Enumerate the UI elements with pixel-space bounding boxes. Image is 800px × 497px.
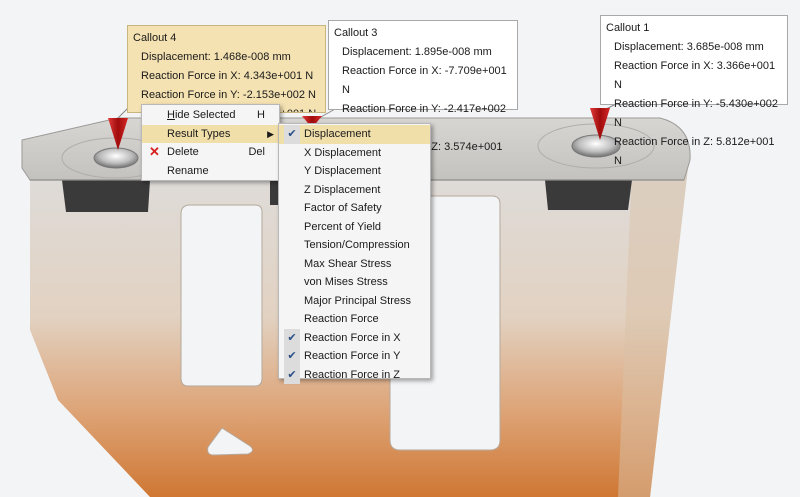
submenu-item-z-displacement[interactable]: Z Displacement (279, 181, 430, 200)
callout-4[interactable]: Callout 4 Displacement: 1.468e-008 mm Re… (127, 25, 326, 113)
callout-line: Displacement: 3.685e-008 mm (614, 41, 764, 53)
submenu-item-reaction-force-z[interactable]: ✔ Reaction Force in Z (279, 365, 430, 384)
plate-cutout-left (180, 204, 263, 387)
callout-line: Reaction Force in Y: -2.153e+002 N (141, 89, 316, 101)
callout-line: Reaction Force in X: 4.343e+001 N (141, 70, 314, 82)
checkmark-icon: ✔ (284, 365, 300, 384)
nut-left (62, 180, 150, 212)
menu-item-hide-selected[interactable]: Hide Selected H (142, 106, 279, 125)
submenu-item-label: Percent of Yield (304, 220, 382, 233)
submenu-item-label: Factor of Safety (304, 202, 382, 214)
probe-pin-1-icon[interactable] (590, 108, 610, 140)
submenu-item-percent-of-yield[interactable]: Percent of Yield (279, 218, 430, 237)
submenu-item-label: Z Displacement (304, 183, 381, 196)
submenu-item-label: von Mises Stress (304, 276, 388, 288)
bracket-side-edge (618, 168, 688, 497)
submenu-item-label: Y Displacement (304, 165, 381, 177)
submenu-item-displacement[interactable]: ✔ Displacement (279, 125, 430, 144)
submenu-item-von-mises-stress[interactable]: von Mises Stress (279, 273, 430, 292)
submenu-item-label: Reaction Force in Z (304, 368, 400, 381)
submenu-item-label: X Displacement (304, 146, 382, 159)
submenu-item-tension-compression[interactable]: Tension/Compression (279, 236, 430, 255)
context-menu: Hide Selected H Result Types ▶ ✕ Delete … (141, 104, 280, 181)
checkmark-icon: ✔ (284, 347, 300, 366)
menu-item-label: Hide Selected (167, 109, 236, 121)
submenu-item-reaction-force[interactable]: Reaction Force (279, 310, 430, 329)
submenu-item-y-displacement[interactable]: Y Displacement (279, 162, 430, 181)
result-types-submenu: ✔ Displacement X Displacement Y Displace… (278, 123, 431, 384)
probe-pin-4-icon[interactable] (108, 118, 128, 150)
submenu-item-label: Reaction Force in Y (304, 350, 401, 362)
bolt-hole-left (93, 147, 139, 169)
menu-item-result-types[interactable]: Result Types ▶ (142, 124, 279, 143)
callout-title: Callout 3 (334, 27, 378, 39)
submenu-item-label: Displacement (304, 128, 371, 140)
callout-line: Displacement: 1.468e-008 mm (141, 51, 291, 63)
plate-cutout-triangle (207, 427, 254, 456)
probe-pin-3-icon[interactable] (302, 116, 322, 128)
callout-1[interactable]: Callout 1 Displacement: 3.685e-008 mm Re… (600, 15, 788, 167)
menu-item-label: Result Types (167, 127, 231, 140)
callout-line: Reaction Force in X: -7.709e+001 N (342, 65, 507, 96)
callout-title: Callout 4 (133, 32, 177, 44)
checkmark-icon: ✔ (284, 328, 300, 347)
callout-line: Reaction Force in Z: 5.812e+001 N (614, 136, 775, 167)
checkmark-icon: ✔ (284, 125, 300, 144)
submenu-item-factor-of-safety[interactable]: Factor of Safety (279, 199, 430, 218)
submenu-item-x-displacement[interactable]: X Displacement (279, 144, 430, 163)
delete-x-icon: ✕ (149, 144, 160, 159)
submenu-item-reaction-force-y[interactable]: ✔ Reaction Force in Y (279, 347, 430, 366)
bolt-hole-right (571, 134, 621, 158)
menu-shortcut: H (257, 109, 265, 121)
callout-title: Callout 1 (606, 22, 650, 34)
submenu-item-label: Max Shear Stress (304, 257, 392, 270)
callout-line: Displacement: 1.895e-008 mm (342, 46, 492, 58)
callout-line: Reaction Force in X: 3.366e+001 N (614, 60, 776, 91)
submenu-item-label: Reaction Force (304, 313, 379, 325)
submenu-item-label: Major Principal Stress (304, 294, 411, 307)
callout-3[interactable]: Callout 3 Displacement: 1.895e-008 mm Re… (328, 20, 518, 172)
menu-item-label: Delete (167, 146, 199, 158)
submenu-item-reaction-force-x[interactable]: ✔ Reaction Force in X (279, 328, 430, 347)
menu-item-label: Rename (167, 164, 209, 177)
menu-item-delete[interactable]: ✕ Delete Del (142, 143, 279, 162)
menu-shortcut: Del (248, 146, 265, 158)
callout-line: Reaction Force in Y: -5.430e+002 N (614, 98, 778, 129)
submenu-item-label: Reaction Force in X (304, 331, 401, 344)
submenu-item-label: Tension/Compression (304, 239, 410, 251)
submenu-item-major-principal-stress[interactable]: Major Principal Stress (279, 292, 430, 311)
menu-item-rename[interactable]: Rename (142, 162, 279, 181)
submenu-arrow-icon: ▶ (267, 128, 274, 139)
submenu-item-max-shear-stress[interactable]: Max Shear Stress (279, 255, 430, 274)
nut-right (545, 180, 632, 210)
